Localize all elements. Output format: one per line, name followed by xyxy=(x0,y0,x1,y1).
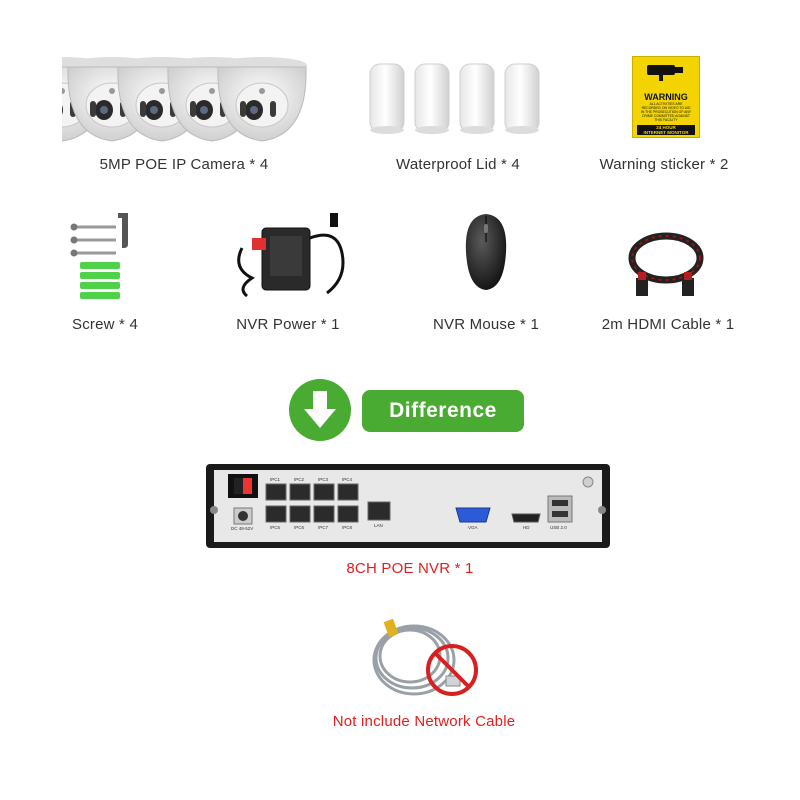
sticker-footer: 24 HOUR xyxy=(656,125,676,130)
waterproof-lids-image xyxy=(369,63,540,135)
port-label: IPC2 xyxy=(294,477,305,482)
port-label: IPC5 xyxy=(270,525,281,530)
dome-cameras-image xyxy=(62,56,308,142)
sticker-footer: INTERNET MONITOR xyxy=(643,130,689,135)
power-adapter-image xyxy=(237,213,345,298)
difference-badge: Difference xyxy=(362,390,524,432)
mouse-label: NVR Mouse * 1 xyxy=(433,316,539,333)
sticker-text: THIS FACILITY xyxy=(654,118,678,122)
port-label: IPC3 xyxy=(318,477,329,482)
cable-label: Not include Network Cable xyxy=(332,713,516,730)
lid-label: Waterproof Lid * 4 xyxy=(396,156,520,173)
sticker-title: WARNING xyxy=(644,92,688,102)
vga-label: VGA xyxy=(468,525,478,530)
port-label: IPC7 xyxy=(318,525,329,530)
network-cable-image xyxy=(372,618,478,696)
sticker-label: Warning sticker * 2 xyxy=(599,156,729,173)
warning-sticker-image: WARNING ALL ACTIVITIES ARE RECORDED ON V… xyxy=(632,56,700,138)
nvr-image: IPC1 IPC2 IPC3 IPC4 IPC5 IPC6 IPC7 IPC8 … xyxy=(204,462,612,550)
hdmi-cable-image xyxy=(628,232,704,296)
sticker-text: ALL ACTIVITIES ARE xyxy=(649,102,683,106)
sticker-text: IN THE PROSECUTION OF ANY xyxy=(640,110,692,114)
port-label: IPC6 xyxy=(294,525,305,530)
port-label: IPC4 xyxy=(342,477,353,482)
hd-label: HD xyxy=(523,525,530,530)
hdmi-label: 2m HDMI Cable * 1 xyxy=(601,316,735,333)
security-camera-icon xyxy=(637,60,695,84)
lan-label: LAN xyxy=(374,523,383,528)
sticker-text: CRIME COMMITTED AGAINST xyxy=(641,114,691,118)
port-label: IPC1 xyxy=(270,477,281,482)
nvr-label: 8CH POE NVR * 1 xyxy=(346,560,474,577)
power-label: NVR Power * 1 xyxy=(236,316,340,333)
mouse-image xyxy=(465,214,507,290)
sticker-text: RECORDED ON VIDEO TO AID xyxy=(641,106,691,110)
screw-label: Screw * 4 xyxy=(72,316,138,333)
down-arrow-icon xyxy=(289,379,351,441)
port-label: IPC8 xyxy=(342,525,353,530)
usb-label: USB 2.0 xyxy=(550,525,567,530)
screws-image xyxy=(70,213,128,299)
dc-label: DC 48-52V xyxy=(231,526,254,531)
camera-label: 5MP POE IP Camera * 4 xyxy=(99,156,269,173)
